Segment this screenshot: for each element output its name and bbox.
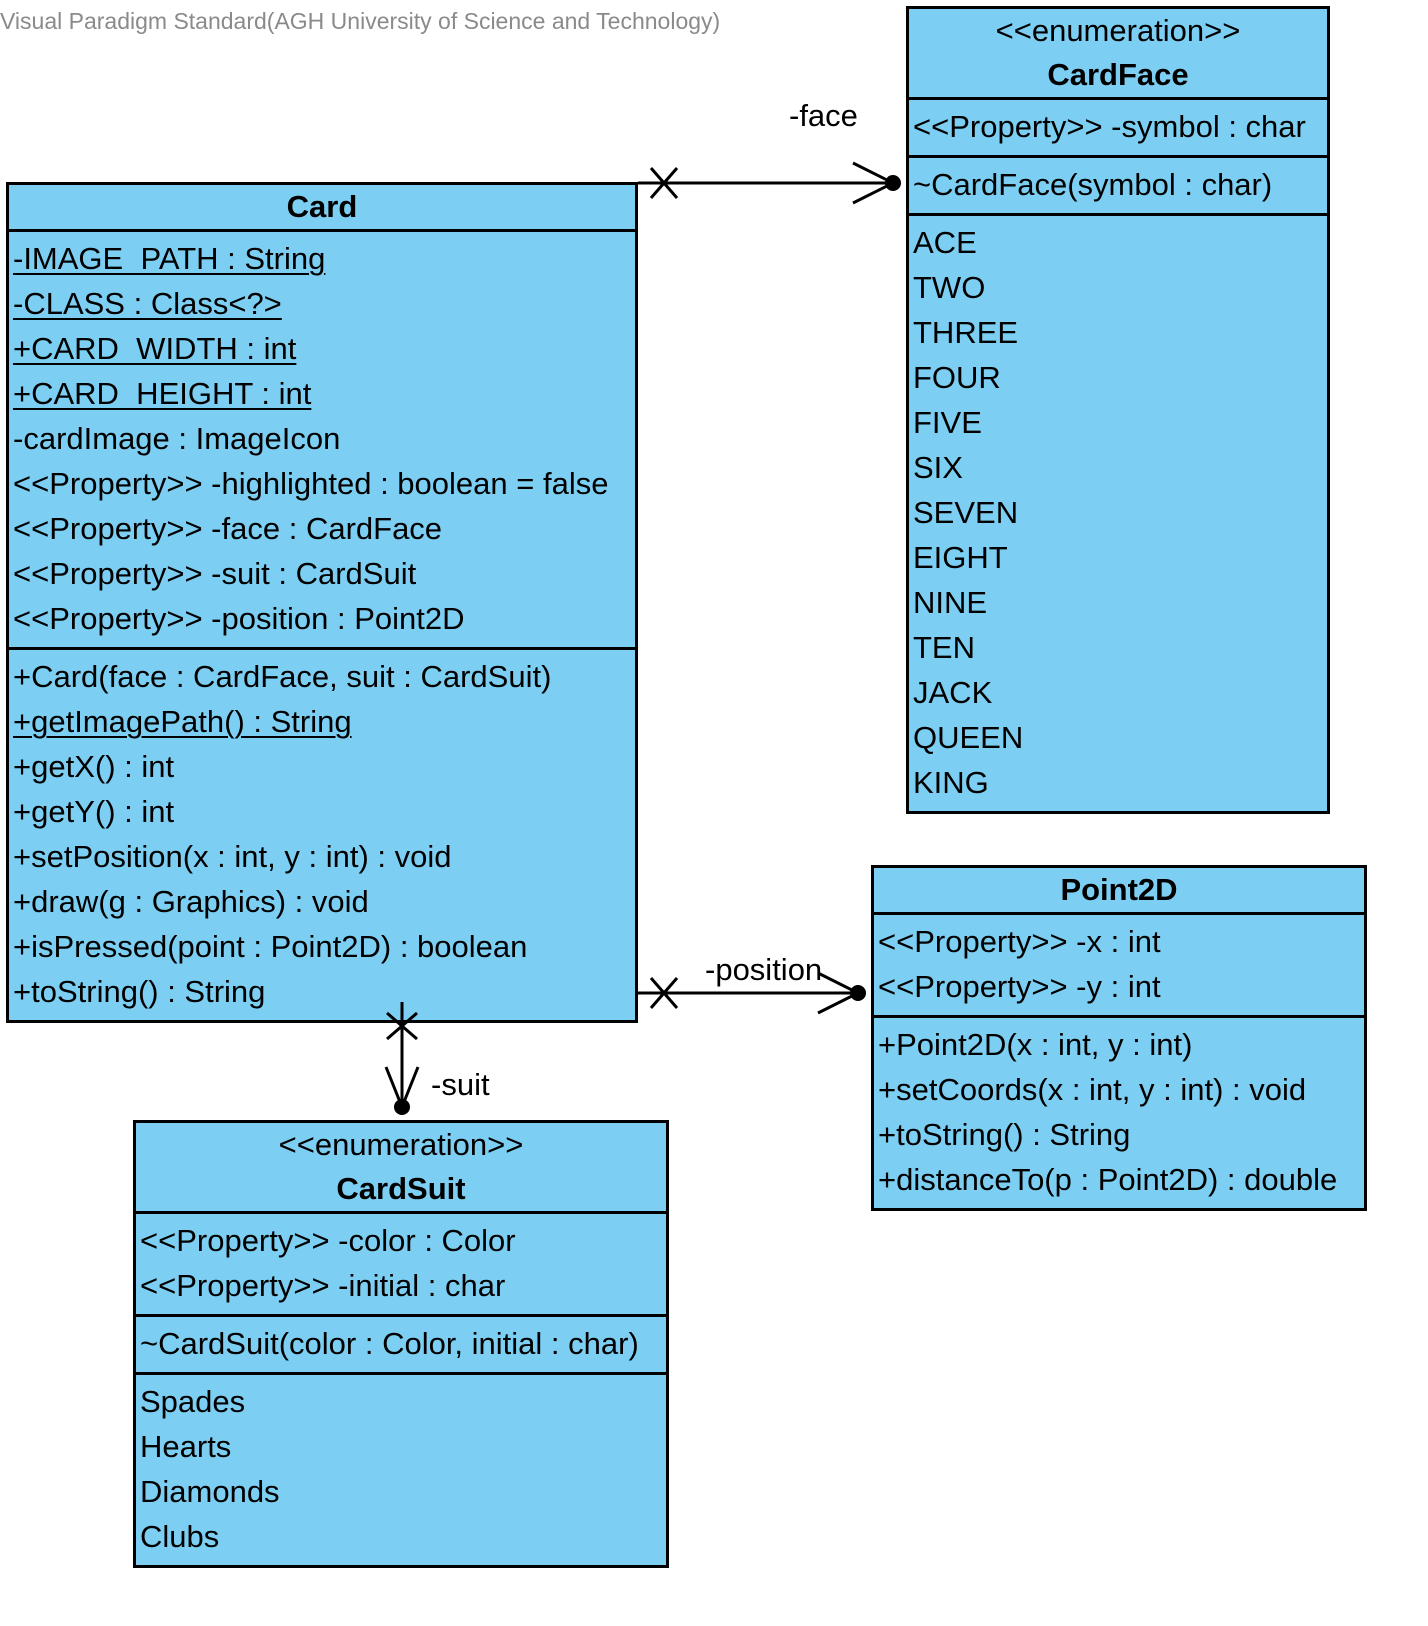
point2d-operation: +Point2D(x : int, y : int) [878, 1027, 1193, 1062]
class-point2d-header: Point2D [874, 868, 1364, 915]
cardsuit-literal: Spades [140, 1384, 246, 1419]
enum-cardface[interactable]: <<enumeration>> CardFace <<Property>> -s… [906, 6, 1330, 814]
enum-cardsuit-header: <<enumeration>> CardSuit [136, 1123, 666, 1214]
point2d-attribute: <<Property>> -x : int [878, 924, 1161, 959]
cardface-literal: SEVEN [913, 495, 1019, 530]
cardface-literal: JACK [913, 675, 993, 710]
enum-cardface-header: <<enumeration>> CardFace [909, 9, 1327, 100]
cardsuit-literal: Clubs [140, 1519, 220, 1554]
card-operation: +getY() : int [13, 794, 175, 829]
cardsuit-literal: Diamonds [140, 1474, 280, 1509]
association-suit[interactable] [384, 1002, 420, 1115]
class-point2d[interactable]: Point2D <<Property>> -x : int<<Property>… [871, 865, 1367, 1211]
cardsuit-attribute: <<Property>> -initial : char [140, 1268, 506, 1303]
enum-cardsuit-operations: ~CardSuit(color : Color, initial : char) [136, 1317, 666, 1375]
association-face-x-mark [649, 167, 679, 199]
cardface-literal: ACE [913, 225, 977, 260]
card-attribute: +CARD_WIDTH : int [13, 331, 297, 366]
cardsuit-attribute: <<Property>> -color : Color [140, 1223, 516, 1258]
cardface-literal: FOUR [913, 360, 1001, 395]
card-attribute: -CLASS : Class<?> [13, 286, 282, 321]
association-face-role-label: -face [789, 98, 858, 133]
enum-cardsuit-stereotype: <<enumeration>> [278, 1127, 524, 1162]
card-operation: +toString() : String [13, 974, 266, 1009]
class-card-header: Card [9, 185, 635, 232]
enum-cardface-operations: ~CardFace(symbol : char) [909, 158, 1327, 216]
card-attribute: <<Property>> -face : CardFace [13, 511, 443, 546]
association-position-x-mark [649, 977, 679, 1009]
cardface-literal: TWO [913, 270, 986, 305]
association-suit-role-label: -suit [431, 1067, 490, 1102]
point2d-operation: +distanceTo(p : Point2D) : double [878, 1162, 1338, 1197]
association-suit-x-mark [386, 1011, 418, 1041]
association-position-role-label: -position [705, 952, 823, 987]
card-attribute: <<Property>> -highlighted : boolean = fa… [13, 466, 609, 501]
class-card-name: Card [286, 189, 358, 224]
cardface-literal: KING [913, 765, 989, 800]
cardsuit-operation: ~CardSuit(color : Color, initial : char) [140, 1326, 639, 1361]
cardsuit-literal: Hearts [140, 1429, 232, 1464]
class-card-attributes: -IMAGE_PATH : String -CLASS : Class<?> +CA… [9, 232, 635, 650]
cardface-literal: FIVE [913, 405, 982, 440]
enum-cardsuit-name: CardSuit [336, 1171, 466, 1206]
association-position[interactable] [638, 971, 866, 1015]
cardface-attribute: <<Property>> -symbol : char [913, 109, 1306, 144]
point2d-operation: +setCoords(x : int, y : int) : void [878, 1072, 1307, 1107]
cardface-literal: SIX [913, 450, 963, 485]
cardface-literal: QUEEN [913, 720, 1024, 755]
class-card[interactable]: Card -IMAGE_PATH : String -CLASS : Class<… [6, 182, 638, 1023]
card-attribute: <<Property>> -position : Point2D [13, 601, 465, 636]
point2d-operation: +toString() : String [878, 1117, 1131, 1152]
enum-cardsuit[interactable]: <<enumeration>> CardSuit <<Property>> -c… [133, 1120, 669, 1568]
class-point2d-operations: +Point2D(x : int, y : int) +setCoords(x :… [874, 1018, 1364, 1208]
enum-cardsuit-attributes: <<Property>> -color : Color <<Property>> … [136, 1214, 666, 1317]
card-operation: +Card(face : CardFace, suit : CardSuit) [13, 659, 552, 694]
watermark-text: Visual Paradigm Standard(AGH University … [0, 8, 721, 34]
class-point2d-attributes: <<Property>> -x : int <<Property>> -y : i… [874, 915, 1364, 1018]
card-operation: +isPressed(point : Point2D) : boolean [13, 929, 528, 964]
class-card-operations: +Card(face : CardFace, suit : CardSuit) +… [9, 650, 635, 1020]
cardface-literal: EIGHT [913, 540, 1008, 575]
card-attribute: -IMAGE_PATH : String [13, 241, 326, 276]
cardface-literal: TEN [913, 630, 975, 665]
cardface-operation: ~CardFace(symbol : char) [913, 167, 1273, 202]
association-suit-ownership-dot [394, 1099, 410, 1115]
point2d-attribute: <<Property>> -y : int [878, 969, 1161, 1004]
enum-cardface-attributes: <<Property>> -symbol : char [909, 100, 1327, 158]
card-attribute: +CARD_HEIGHT : int [13, 376, 312, 411]
card-attribute: <<Property>> -suit : CardSuit [13, 556, 417, 591]
association-face[interactable] [638, 161, 901, 205]
enum-cardface-literals: ACE TWO THREE FOUR FIVE SIX SEVEN EIGHT NINE TEN J… [909, 216, 1327, 811]
association-face-ownership-dot [885, 175, 901, 191]
enum-cardface-stereotype: <<enumeration>> [995, 13, 1241, 48]
cardface-literal: THREE [913, 315, 1019, 350]
card-operation: +setPosition(x : int, y : int) : void [13, 839, 452, 874]
class-point2d-name: Point2D [1060, 872, 1178, 907]
card-operation: +getImagePath() : String [13, 704, 352, 739]
card-attribute: -cardImage : ImageIcon [13, 421, 341, 456]
association-position-ownership-dot [850, 985, 866, 1001]
card-operation: +getX() : int [13, 749, 175, 784]
enum-cardface-name: CardFace [1047, 57, 1189, 92]
cardface-literal: NINE [913, 585, 988, 620]
card-operation: +draw(g : Graphics) : void [13, 884, 369, 919]
